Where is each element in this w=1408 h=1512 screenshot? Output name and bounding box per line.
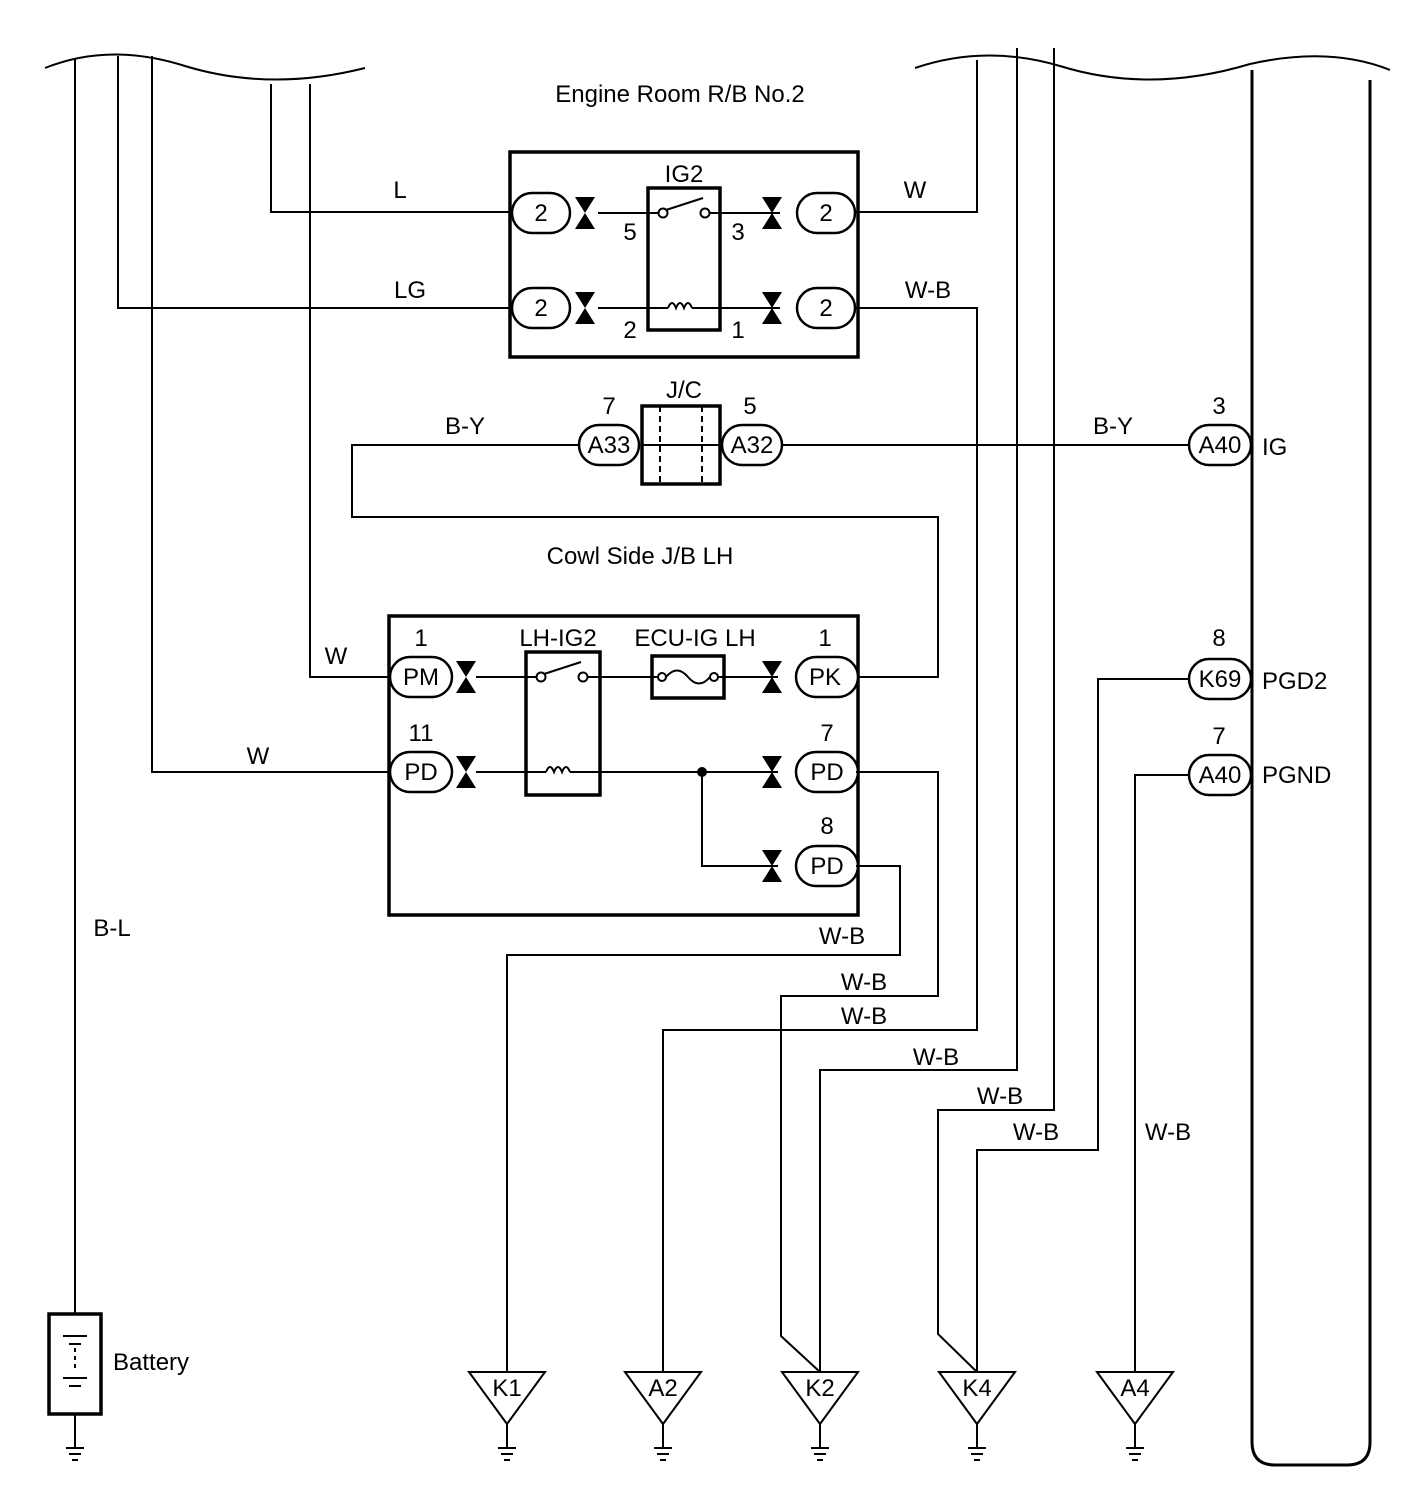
wire-w-top bbox=[855, 60, 978, 213]
wire-wb-k2a bbox=[780, 771, 939, 1373]
connector-pd-left-label: PD bbox=[404, 759, 437, 786]
jc-label: J/C bbox=[666, 377, 702, 404]
wire-label-w-top: W bbox=[904, 177, 927, 204]
connector-er-bottom-left-label: 2 bbox=[534, 295, 547, 322]
fuse-icon bbox=[665, 669, 711, 685]
pin-label: 2 bbox=[623, 317, 636, 344]
pin-label: 11 bbox=[409, 720, 434, 747]
wire-label-w-pm: W bbox=[325, 643, 348, 670]
ecu-housing bbox=[1250, 70, 1372, 1467]
wire-l bbox=[270, 84, 512, 213]
wire-label-wb: W-B bbox=[841, 1003, 887, 1030]
connector-er-bottom-right-label: 2 bbox=[819, 295, 832, 322]
ground-label: A2 bbox=[648, 1375, 677, 1402]
lh-ig2-switch-blade bbox=[543, 661, 582, 675]
connector-er-top-right-label: 2 bbox=[819, 200, 832, 227]
connector-a33-label: A33 bbox=[588, 432, 631, 459]
wire-wb-top bbox=[662, 307, 978, 1372]
connector-k69-label: K69 bbox=[1199, 666, 1242, 693]
connector-pd-8-label: PD bbox=[810, 853, 843, 880]
cowl-side-jb-box bbox=[387, 614, 860, 917]
connector-a40-pgnd-label: A40 bbox=[1199, 762, 1242, 789]
battery-label: Battery bbox=[113, 1349, 189, 1376]
pin-label: 1 bbox=[731, 317, 744, 344]
lh-ig2-switch-contact bbox=[577, 671, 589, 683]
ground-k1: K1 bbox=[467, 1371, 547, 1461]
pin-label: 5 bbox=[743, 393, 756, 420]
wire-label-by-left: B-Y bbox=[445, 413, 485, 440]
pin-label: 7 bbox=[602, 393, 615, 420]
cowl-side-jb-label: Cowl Side J/B LH bbox=[547, 543, 734, 570]
wire-label-bl: B-L bbox=[93, 915, 130, 942]
wire-label-wb: W-B bbox=[841, 969, 887, 996]
ig2-relay-label: IG2 bbox=[665, 161, 704, 188]
ground-k4: K4 bbox=[937, 1371, 1017, 1461]
engine-room-rb-label: Engine Room R/B No.2 bbox=[555, 81, 804, 108]
ground-a2: A2 bbox=[623, 1371, 703, 1461]
engine-room-rb-box bbox=[508, 150, 860, 359]
wire-label-by-right: B-Y bbox=[1093, 413, 1133, 440]
wire-label-wb: W-B bbox=[1145, 1119, 1191, 1146]
connector-a40-ig-label: A40 bbox=[1199, 432, 1242, 459]
ground-a4: A4 bbox=[1095, 1371, 1175, 1461]
ground-label: A4 bbox=[1120, 1375, 1149, 1402]
wire-wb-k4b bbox=[976, 678, 1189, 1372]
wire-w-pd bbox=[151, 56, 390, 773]
terminal-ig-label: IG bbox=[1262, 434, 1287, 461]
ecu-ig-lh-fuse-label: ECU-IG LH bbox=[634, 625, 755, 652]
connector-er-top-left-label: 2 bbox=[534, 200, 547, 227]
wire-wb-k4a bbox=[937, 48, 1055, 1373]
lh-ig2-relay-label: LH-IG2 bbox=[519, 625, 596, 652]
wire-w-pm bbox=[309, 84, 390, 678]
terminal-pgnd-label: PGND bbox=[1262, 762, 1331, 789]
pin-label: 1 bbox=[414, 625, 427, 652]
pin-label: 3 bbox=[1212, 393, 1225, 420]
ground-label: K2 bbox=[805, 1375, 834, 1402]
wire-label-wb: W-B bbox=[977, 1083, 1023, 1110]
wire-label-w-pd: W bbox=[247, 743, 270, 770]
pin-label: 3 bbox=[731, 219, 744, 246]
wire-label-wb: W-B bbox=[1013, 1119, 1059, 1146]
wire-wb-k1 bbox=[506, 865, 901, 1372]
connector-pk bbox=[794, 655, 860, 699]
pin-label: 1 bbox=[818, 625, 831, 652]
lh-ig2-relay bbox=[524, 650, 602, 797]
connector-pd-7-label: PD bbox=[810, 759, 843, 786]
wire-wb-a4 bbox=[1134, 774, 1189, 1372]
connector-a32-label: A32 bbox=[731, 432, 774, 459]
pin-label: 8 bbox=[820, 813, 833, 840]
wire-by-left bbox=[351, 444, 939, 678]
ig2-relay bbox=[646, 186, 722, 332]
wire-label-wb: W-B bbox=[913, 1044, 959, 1071]
connector-pm bbox=[388, 655, 454, 699]
ground-k2: K2 bbox=[780, 1371, 860, 1461]
ig2-switch-blade bbox=[665, 197, 704, 211]
ground-label: K4 bbox=[962, 1375, 991, 1402]
battery-icon bbox=[47, 1312, 103, 1461]
pin-label: 8 bbox=[1212, 625, 1225, 652]
connector-a40-ig bbox=[1187, 423, 1253, 467]
connector-pm-label: PM bbox=[403, 664, 439, 691]
break-line-left bbox=[44, 53, 366, 81]
lh-ig2-coil bbox=[545, 766, 571, 775]
wire-label-lg: LG bbox=[394, 277, 426, 304]
terminal-pgd2-label: PGD2 bbox=[1262, 668, 1327, 695]
wire-lg bbox=[117, 56, 512, 309]
ig2-coil bbox=[667, 302, 693, 311]
wire-wb-k2b bbox=[819, 48, 1018, 1372]
ground-label: K1 bbox=[492, 1375, 521, 1402]
break-line-right bbox=[914, 54, 1391, 81]
pin-label: 7 bbox=[820, 720, 833, 747]
splice-point bbox=[697, 767, 707, 777]
connector-pk-label: PK bbox=[809, 664, 841, 691]
pin-label: 5 bbox=[623, 219, 636, 246]
connector-pd-left bbox=[388, 750, 454, 794]
wire-label-wb: W-B bbox=[819, 923, 865, 950]
pin-label: 7 bbox=[1212, 723, 1225, 750]
ig2-switch-contact bbox=[699, 207, 711, 219]
wire-label-wb-top: W-B bbox=[905, 277, 951, 304]
wire-label-l: L bbox=[393, 177, 406, 204]
